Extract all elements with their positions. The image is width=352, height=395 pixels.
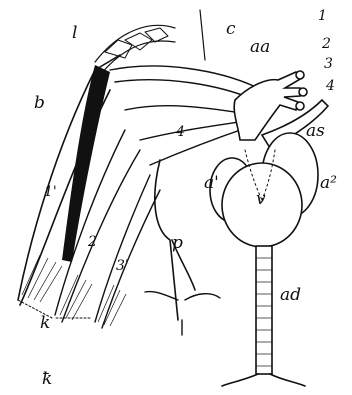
branchial-arches (110, 10, 258, 165)
label-2-inner: 2 (87, 234, 97, 250)
label-2: 2 (321, 36, 331, 52)
label-c: c (226, 19, 236, 39)
label-3-prime: 3' (116, 258, 129, 274)
label-4-inner: 4 (175, 124, 185, 140)
label-v: v (256, 189, 266, 209)
dorsal-aorta (222, 246, 305, 386)
engraver-mark: ꝁ (42, 369, 52, 389)
label-as: as (306, 121, 325, 141)
label-4: 4 (325, 78, 335, 94)
label-a2: a² (320, 173, 337, 193)
label-1-prime: 1' (44, 184, 57, 200)
label-3: 3 (324, 56, 333, 72)
label-aa: aa (250, 37, 270, 57)
label-ad: ad (280, 285, 301, 305)
label-b: b (34, 93, 45, 113)
label-l: l (72, 23, 77, 43)
label-a-prime: a' (204, 173, 219, 193)
label-p: p (172, 233, 183, 253)
label-1: 1 (318, 8, 327, 24)
